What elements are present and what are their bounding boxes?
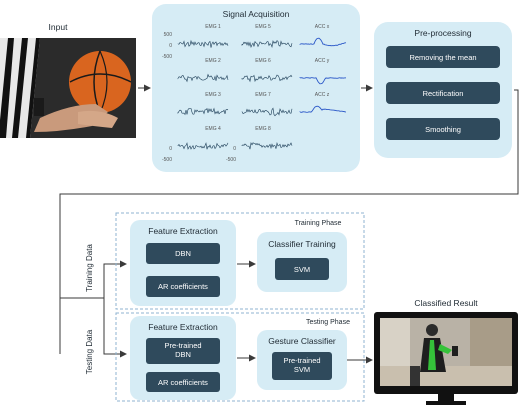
acc-channel-label: ACC z: [315, 92, 330, 98]
referee-photo: [0, 38, 136, 138]
training-classifier-label: SVM: [294, 265, 310, 274]
preprocessing-step-label: Removing the mean: [409, 53, 476, 62]
training-classifier-box: [275, 258, 329, 280]
testing-feature-box: [146, 372, 220, 392]
training-feature-title: Feature Extraction: [148, 226, 218, 236]
preprocessing-step-box: [386, 118, 500, 140]
emg-trace-left: [177, 73, 229, 83]
preprocessing-step-label: Smoothing: [425, 125, 461, 134]
testing-phase-label: Testing Phase: [306, 319, 350, 326]
training-classifier-title: Classifier Training: [268, 239, 336, 249]
testing-classifier-box: [272, 352, 332, 380]
input-label: Input: [49, 22, 69, 32]
emg-trace-left: [177, 39, 229, 48]
training-data-label: Training Data: [85, 244, 94, 292]
tick-label: -500: [162, 54, 172, 60]
signal-acquisition-title: Signal Acquisition: [223, 9, 290, 19]
acc-trace: [299, 77, 347, 85]
emg-channel-label: EMG 5: [255, 24, 271, 30]
emg-channel-label: EMG 4: [205, 126, 221, 132]
classified-result-title: Classified Result: [414, 298, 478, 308]
preprocessing-title: Pre-processing: [414, 28, 471, 38]
emg-trace-left: [177, 142, 229, 150]
acc-channel-label: ACC y: [315, 58, 330, 64]
training-feature-label: AR coefficients: [158, 282, 208, 291]
emg-trace-right: [241, 141, 293, 150]
tick-label: -500: [162, 157, 172, 163]
testing-feature-title: Feature Extraction: [148, 322, 218, 332]
testing-data-label: Testing Data: [85, 329, 94, 374]
testing-feature-box: [146, 338, 220, 364]
emg-channel-label: EMG 1: [205, 24, 221, 30]
training-feature-label: DBN: [175, 249, 191, 258]
emg-channel-label: EMG 6: [255, 58, 271, 64]
training-phase-frame: [115, 212, 365, 310]
connector-preprocessing-to-phases: [59, 89, 519, 266]
preprocessing-step-box: [386, 46, 500, 68]
emg-channel-label: EMG 3: [205, 92, 221, 98]
tick-label: 0: [233, 146, 236, 152]
tick-label: 0: [169, 146, 172, 152]
testing-phase-frame: [115, 312, 365, 402]
emg-channel-label: EMG 2: [205, 58, 221, 64]
training-feature-box: [146, 276, 220, 297]
testing-feature-label: AR coefficients: [158, 378, 208, 387]
emg-trace-right: [241, 74, 293, 83]
result-monitor: [374, 312, 518, 405]
signal-traces: [177, 37, 347, 150]
arrow-to-testing: [60, 297, 127, 358]
acc-channel-label: ACC x: [315, 24, 330, 30]
emg-channel-label: EMG 7: [255, 92, 271, 98]
training-feature-box: [146, 243, 220, 264]
tick-label: -500: [226, 157, 236, 163]
emg-channel-label: EMG 8: [255, 126, 271, 132]
preprocessing-step-box: [386, 82, 500, 104]
emg-trace-right: [241, 107, 293, 117]
acc-trace: [299, 105, 347, 113]
preprocessing-step-label: Rectification: [423, 89, 464, 98]
emg-trace-left: [177, 107, 229, 116]
emg-trace-right: [241, 40, 293, 49]
testing-classifier-title: Gesture Classifier: [268, 336, 336, 346]
tick-label: 0: [169, 43, 172, 49]
training-phase-label: Training Phase: [295, 220, 342, 227]
acc-trace: [299, 37, 347, 47]
tick-label: 500: [164, 32, 173, 38]
